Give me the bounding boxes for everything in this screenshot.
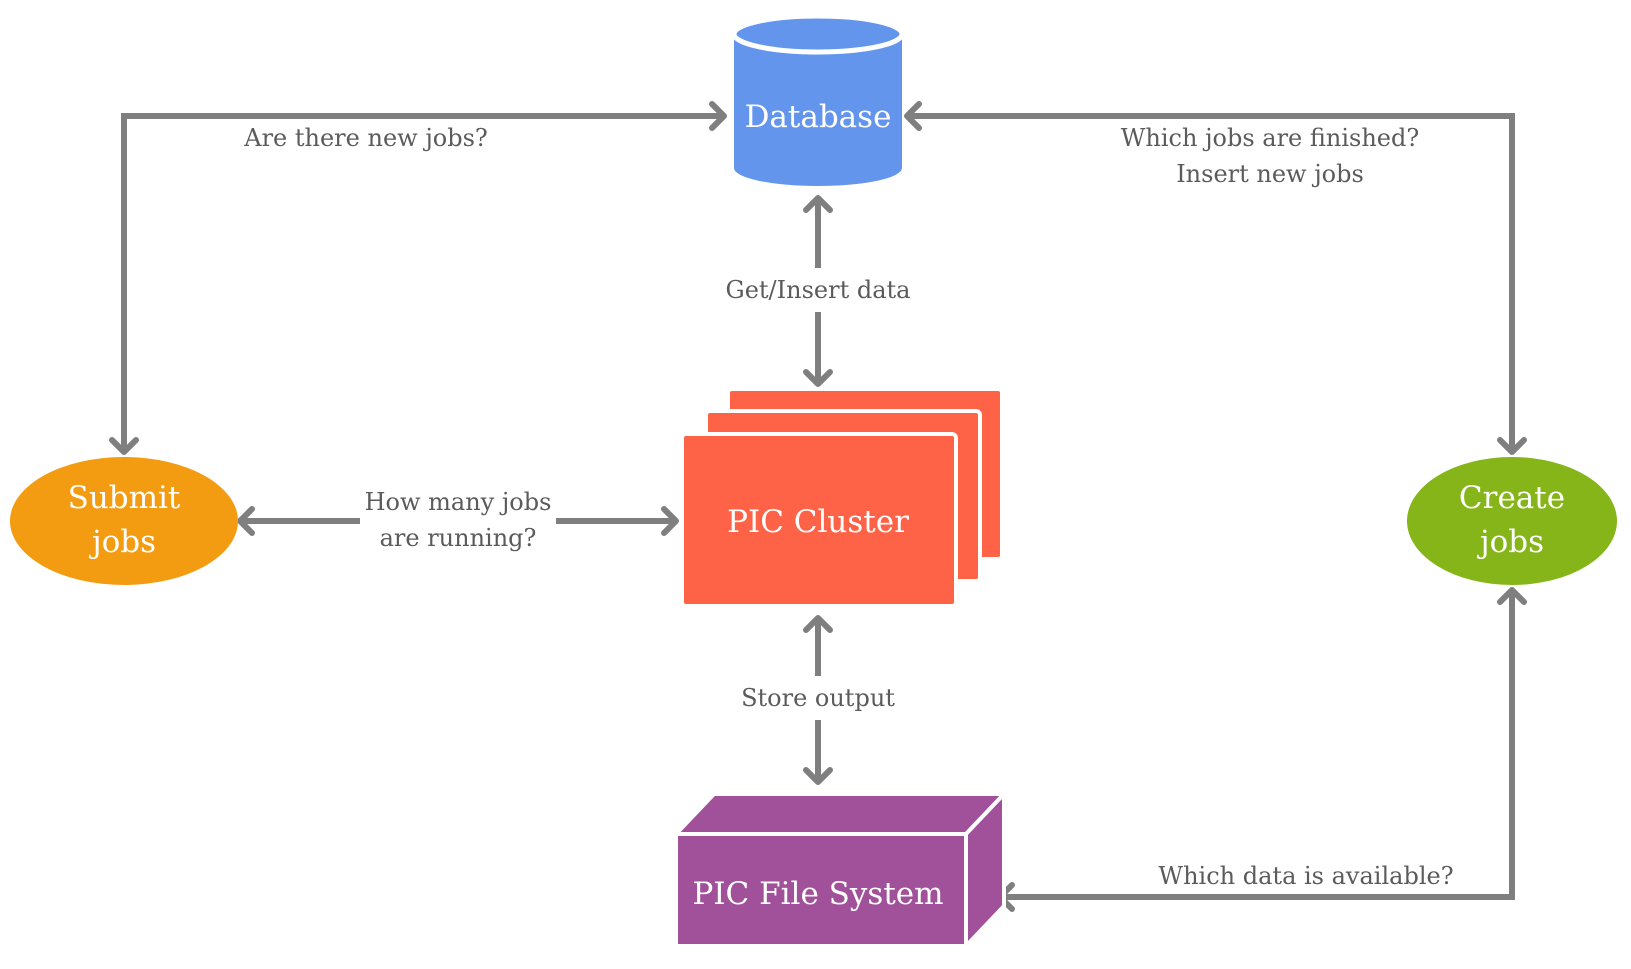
edge-label-bg-jobs-running	[360, 480, 556, 562]
submit-jobs-node: Submit jobs	[10, 457, 238, 585]
edge-filesystem-create-line	[1000, 590, 1515, 900]
edge-create-database: Which jobs are finished? Insert new jobs	[904, 101, 1527, 455]
edge-create-database-line	[907, 113, 1515, 452]
arrowhead-to-cluster-top	[803, 369, 833, 387]
edge-label-jobs-finished: Which jobs are finished?	[1121, 124, 1420, 152]
edge-label-insert-new-jobs: Insert new jobs	[1176, 160, 1364, 188]
arrowhead-to-cluster-bottom	[803, 615, 833, 633]
edge-database-cluster: Get/Insert data	[722, 195, 914, 387]
cluster-label: PIC Cluster	[727, 504, 909, 540]
database-label: Database	[745, 99, 892, 135]
edge-label-how-many-jobs: How many jobs	[365, 488, 552, 516]
edge-label-get-insert-data: Get/Insert data	[726, 276, 911, 304]
arrowhead-to-database-bottom	[803, 195, 833, 213]
filesystem-node: PIC File System	[671, 788, 1009, 952]
arrowhead-to-submit-top	[109, 437, 139, 455]
create-jobs-ellipse	[1407, 457, 1617, 585]
submit-jobs-label-line2: jobs	[89, 524, 156, 560]
edge-cluster-filesystem: Store output	[734, 615, 902, 785]
cluster-node: PIC Cluster	[680, 387, 1004, 608]
database-node: Database	[731, 13, 905, 186]
create-jobs-label-line2: jobs	[1477, 524, 1544, 560]
edge-label-bg-store-output	[734, 676, 902, 720]
cluster-front-card	[680, 432, 958, 608]
edge-filesystem-create: Which data is available?	[997, 587, 1527, 912]
edge-label-are-running: are running?	[380, 524, 537, 552]
edge-submit-database: Are there new jobs?	[109, 101, 727, 455]
edge-label-data-available: Which data is available?	[1158, 862, 1453, 890]
database-cylinder-body	[734, 34, 902, 186]
arrowhead-to-database-left	[709, 101, 727, 131]
submit-jobs-label-line1: Submit	[68, 480, 181, 516]
arrowhead-to-create-bottom	[1497, 587, 1527, 605]
arrowhead-to-submit-right	[237, 506, 255, 536]
edge-label-new-jobs: Are there new jobs?	[243, 124, 488, 152]
edge-label-bg-get-insert	[722, 268, 914, 312]
arrowhead-to-cluster-left	[661, 506, 679, 536]
arrowhead-to-database-right	[904, 101, 922, 131]
submit-jobs-ellipse	[10, 457, 238, 585]
filesystem-front-face	[674, 832, 968, 948]
filesystem-label: PIC File System	[692, 876, 943, 912]
filesystem-top-face	[671, 792, 1009, 836]
edge-submit-cluster: How many jobs are running?	[237, 480, 679, 562]
create-jobs-node: Create jobs	[1407, 457, 1617, 585]
edge-label-store-output: Store output	[741, 684, 895, 712]
database-cylinder-top	[731, 13, 905, 55]
create-jobs-label-line1: Create	[1459, 480, 1565, 516]
edge-submit-database-line	[121, 113, 724, 452]
arrowhead-to-create-top	[1497, 437, 1527, 455]
arrowhead-to-filesystem-top	[803, 767, 833, 785]
